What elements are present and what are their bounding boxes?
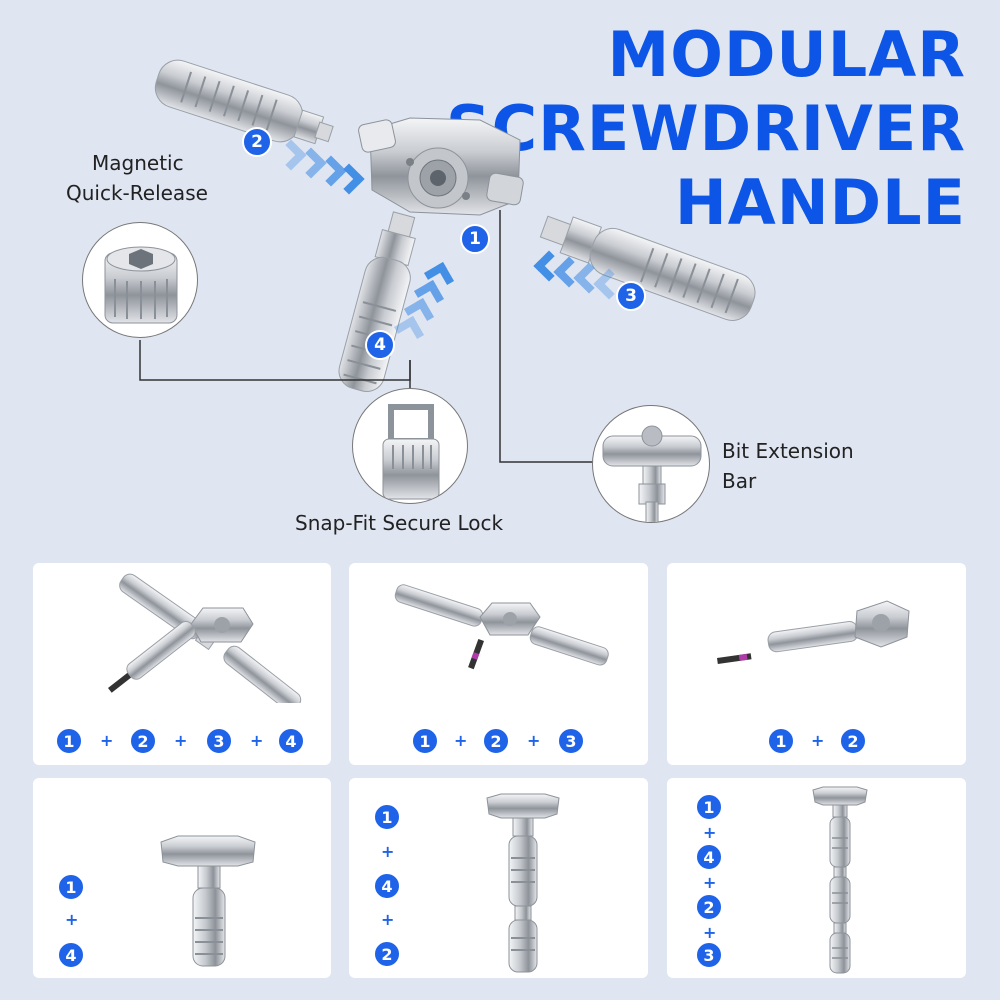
step-badge: 4 [277, 727, 305, 755]
exploded-view-illustration [139, 59, 756, 463]
config-panel-1-2-3: 1 + 2 + 3 [349, 563, 648, 765]
hub-part-1 [358, 117, 524, 216]
handle-part-3 [539, 215, 756, 321]
handle-part-2 [154, 59, 334, 145]
plus-sign: + [65, 910, 79, 929]
plus-sign: + [381, 842, 395, 861]
plus-sign: + [381, 910, 395, 929]
plus-sign: + [174, 731, 188, 750]
label-magnetic: Magnetic [92, 151, 184, 175]
badge-part-4: 4 [365, 330, 395, 360]
handle-part-4 [338, 211, 416, 392]
step-badge: 2 [129, 727, 157, 755]
step-badge: 2 [482, 727, 510, 755]
step-badge: 1 [55, 727, 83, 755]
step-badge: 1 [57, 873, 85, 901]
callout-magnetic-socket [82, 222, 198, 338]
tool-illustration [108, 573, 302, 712]
title-line-3: HANDLE [674, 166, 966, 239]
step-badge: 3 [695, 941, 723, 969]
tool-illustration [812, 786, 868, 974]
title-line-1: MODULAR [607, 18, 966, 91]
step-badge: 3 [205, 727, 233, 755]
tool-illustration [486, 793, 560, 973]
config-panel-1-2: 1 + 2 [667, 563, 966, 765]
config-panel-1-4-2-3: 1 + 4 + 2 + 3 [667, 778, 966, 978]
label-quick-release: Quick-Release [66, 181, 208, 205]
step-badge: 2 [373, 940, 401, 968]
badge-part-1: 1 [460, 224, 490, 254]
step-badge: 4 [57, 941, 85, 969]
config-panel-1-4: 1 + 4 [33, 778, 331, 978]
callout-snap-fit [352, 388, 468, 504]
plus-sign: + [703, 923, 717, 942]
plus-sign: + [527, 731, 541, 750]
bit-extension-icon [602, 425, 702, 522]
config-panel-1-4-2: 1 + 4 + 2 [349, 778, 648, 978]
label-bar: Bar [722, 469, 757, 493]
leader-bit-extension [499, 210, 600, 463]
tool-illustration [717, 600, 910, 664]
tool-illustration [394, 584, 609, 670]
step-badge: 1 [373, 803, 401, 831]
tool-illustration [160, 835, 256, 967]
plus-sign: + [703, 873, 717, 892]
label-bit-extension: Bit Extension [722, 439, 854, 463]
plus-sign: + [100, 731, 114, 750]
step-badge: 3 [557, 727, 585, 755]
callout-bit-extension [592, 405, 710, 523]
step-badge: 1 [411, 727, 439, 755]
plus-sign: + [250, 731, 264, 750]
label-snap-fit: Snap-Fit Secure Lock [295, 511, 504, 535]
page-title: MODULAR SCREWDRIVER HANDLE [446, 18, 966, 240]
plus-sign: + [811, 731, 825, 750]
step-badge: 2 [695, 893, 723, 921]
plus-sign: + [454, 731, 468, 750]
badge-part-3: 3 [616, 281, 646, 311]
magnetic-socket-icon [104, 246, 178, 324]
step-badge: 4 [695, 843, 723, 871]
step-badge: 1 [695, 793, 723, 821]
step-badge: 4 [373, 872, 401, 900]
badge-part-2: 2 [242, 127, 272, 157]
plus-sign: + [703, 823, 717, 842]
title-line-2: SCREWDRIVER [446, 92, 966, 165]
step-badge: 2 [839, 727, 867, 755]
snap-fit-lock-icon [382, 404, 440, 500]
step-badge: 1 [767, 727, 795, 755]
config-panel-1-2-3-4: 1 + 2 + 3 + 4 [33, 563, 331, 765]
